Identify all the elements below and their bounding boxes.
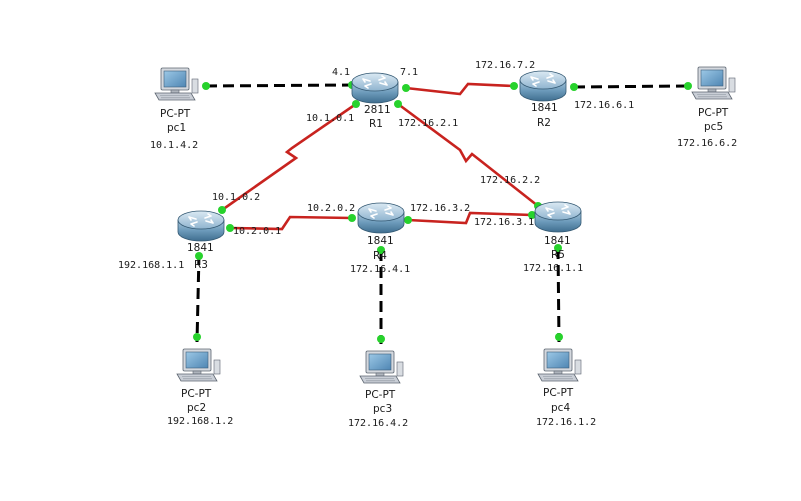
- interface-address: 7.1: [400, 67, 418, 78]
- link-r3-r4[interactable]: [229, 215, 353, 231]
- router-model: 2811: [364, 104, 391, 116]
- port-up-dot: [202, 82, 210, 90]
- pc-name: pc3: [373, 403, 392, 415]
- router-r3[interactable]: [177, 210, 225, 242]
- interface-address: 172.16.6.1: [574, 100, 634, 111]
- interface-address: 10.1.0.1: [306, 113, 354, 124]
- interface-labels: 4.1 7.1 172.16.7.2 172.16.6.1 10.1.0.1 1…: [118, 60, 634, 275]
- router-icon: [534, 201, 582, 233]
- router-icon: [351, 72, 399, 104]
- pc-name: pc1: [167, 122, 186, 134]
- pc-icon: [176, 348, 221, 382]
- pc-pc1[interactable]: [154, 67, 199, 101]
- pc-ip: 172.16.6.2: [677, 138, 737, 149]
- port-up-dot: [348, 214, 356, 222]
- port-up-dot: [510, 82, 518, 90]
- interface-address: 172.16.3.2: [410, 203, 470, 214]
- router-model: 1841: [367, 235, 394, 247]
- router-icon: [177, 210, 225, 242]
- link-r1-r5[interactable]: [397, 102, 539, 208]
- interface-address: 172.16.7.2: [475, 60, 535, 71]
- port-up-dot: [554, 244, 562, 252]
- interface-address: 172.16.2.1: [398, 118, 458, 129]
- port-up-dot: [404, 216, 412, 224]
- link-pc1-r1[interactable]: [205, 83, 353, 88]
- port-up-dot: [377, 335, 385, 343]
- port-up-dot: [352, 100, 360, 108]
- link-r1-r3[interactable]: [221, 102, 357, 212]
- router-icon: [519, 70, 567, 102]
- interface-address: 10.2.0.1: [233, 226, 281, 237]
- device-labels: 2811 R1 1841 R2 1841 R3 1841 R4 1841 R5 …: [150, 102, 737, 429]
- pc-type: PC-PT: [698, 107, 729, 119]
- pc-icon: [537, 348, 582, 382]
- router-r4[interactable]: [357, 202, 405, 234]
- port-up-dot: [377, 246, 385, 254]
- pc-ip: 192.168.1.2: [167, 416, 233, 427]
- port-up-dot: [193, 333, 201, 341]
- interface-address: 172.16.4.1: [350, 264, 410, 275]
- link-r3-pc2[interactable]: [195, 253, 201, 343]
- router-r2[interactable]: [519, 70, 567, 102]
- interface-address: 10.2.0.2: [307, 203, 355, 214]
- pc-pc4[interactable]: [537, 348, 582, 382]
- port-up-dot: [394, 100, 402, 108]
- pc-pc2[interactable]: [176, 348, 221, 382]
- router-r1[interactable]: [351, 72, 399, 104]
- port-up-dot: [684, 82, 692, 90]
- router-r5[interactable]: [534, 201, 582, 233]
- interface-address: 172.16.3.1: [474, 217, 534, 228]
- port-up-dot: [195, 252, 203, 260]
- interface-address: 172.16.1.1: [523, 263, 583, 274]
- pc-name: pc4: [551, 402, 570, 414]
- pc-pc5[interactable]: [691, 66, 736, 100]
- pc-type: PC-PT: [543, 387, 574, 399]
- pc-name: pc5: [704, 121, 723, 133]
- port-up-dot: [555, 333, 563, 341]
- router-icon: [357, 202, 405, 234]
- pc-name: pc2: [187, 402, 206, 414]
- port-up-dot: [218, 206, 226, 214]
- router-model: 1841: [531, 102, 558, 114]
- interface-address: 10.1.0.2: [212, 192, 260, 203]
- router-name: R3: [194, 259, 208, 271]
- pc-ip: 172.16.4.2: [348, 418, 408, 429]
- port-up-dot: [226, 224, 234, 232]
- pc-pc3[interactable]: [359, 350, 404, 384]
- pc-ip: 172.16.1.2: [536, 417, 596, 428]
- router-model: 1841: [544, 235, 571, 247]
- port-up-dot: [402, 84, 410, 92]
- link-r4-r5[interactable]: [407, 211, 533, 225]
- links-layer: [195, 82, 689, 344]
- pc-icon: [359, 350, 404, 384]
- pc-icon: [691, 66, 736, 100]
- router-model: 1841: [187, 242, 214, 254]
- link-r1-r2[interactable]: [405, 82, 515, 96]
- router-name: R5: [551, 249, 565, 261]
- router-name: R2: [537, 117, 551, 129]
- link-r5-pc4[interactable]: [556, 247, 561, 343]
- interface-address: 192.168.1.1: [118, 260, 184, 271]
- interface-address: 172.16.2.2: [480, 175, 540, 186]
- pc-ip: 10.1.4.2: [150, 140, 198, 151]
- pc-type: PC-PT: [365, 389, 396, 401]
- interface-address: 4.1: [332, 67, 350, 78]
- pc-icon: [154, 67, 199, 101]
- router-name: R1: [369, 118, 383, 130]
- link-r2-pc5[interactable]: [573, 84, 689, 89]
- pc-type: PC-PT: [181, 388, 212, 400]
- router-name: R4: [373, 250, 387, 262]
- port-up-dot: [570, 83, 578, 91]
- port-up-dot: [528, 211, 536, 219]
- pc-type: PC-PT: [160, 108, 191, 120]
